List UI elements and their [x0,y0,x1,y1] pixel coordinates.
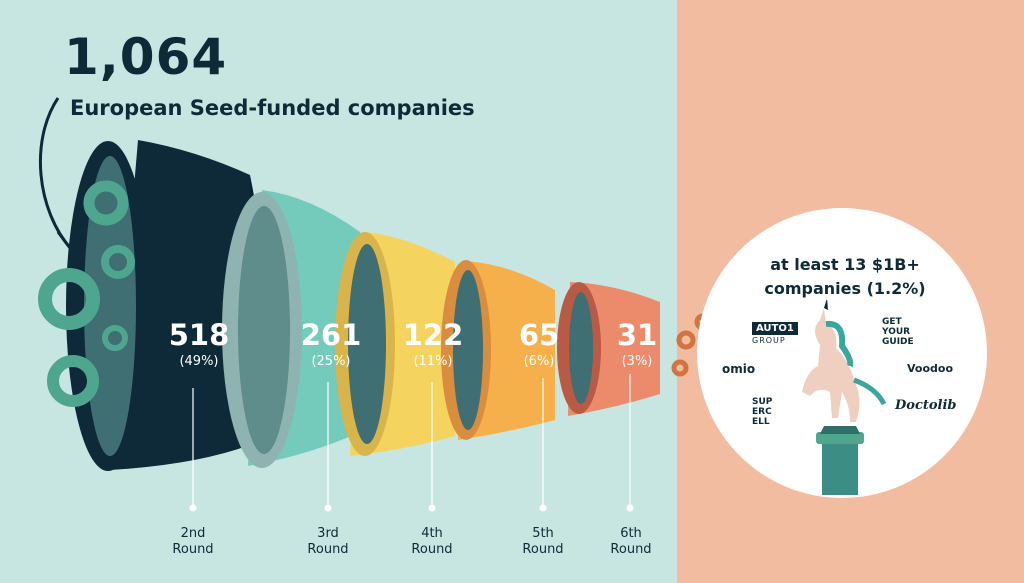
bar-value-6th-round: 31 [616,318,658,352]
bar-percent-3rd-round: (25%) [311,354,351,369]
doctolib-logo: Doctolib [895,398,957,413]
funnel-stage-4th-round [335,232,455,456]
auto1-group-text: GROUP [752,336,786,345]
leader-lines [192,374,631,508]
bar-value-3rd-round: 261 [300,318,362,352]
total-companies-label: European Seed-funded companies [70,96,475,120]
bar-percent-2nd-round: (49%) [179,354,219,369]
bar-percent-4th-round: (11%) [413,354,453,369]
leader-dots [189,504,634,512]
bar-value-2nd-round: 518 [168,318,230,352]
auto1-logo: AUTO1 [752,322,798,335]
unicorn-outcome-text: at least 13 $1B+ companies (1.2%) [764,255,926,298]
omio-logo: omio [722,362,756,376]
bar-percent-6th-round: (3%) [621,354,653,369]
voodoo-logo: Voodoo [907,362,954,375]
funnel-stage-6th-round [557,282,660,416]
arrow-icon [38,97,74,252]
total-companies-number: 1,064 [64,28,228,86]
funnel-stage-5th-round [441,260,555,440]
bar-value-5th-round: 65 [518,318,560,352]
unicorn-icon [802,300,887,495]
ring-icons [38,180,135,407]
bar-value-4th-round: 122 [402,318,464,352]
bar-percent-5th-round: (6%) [523,354,555,369]
